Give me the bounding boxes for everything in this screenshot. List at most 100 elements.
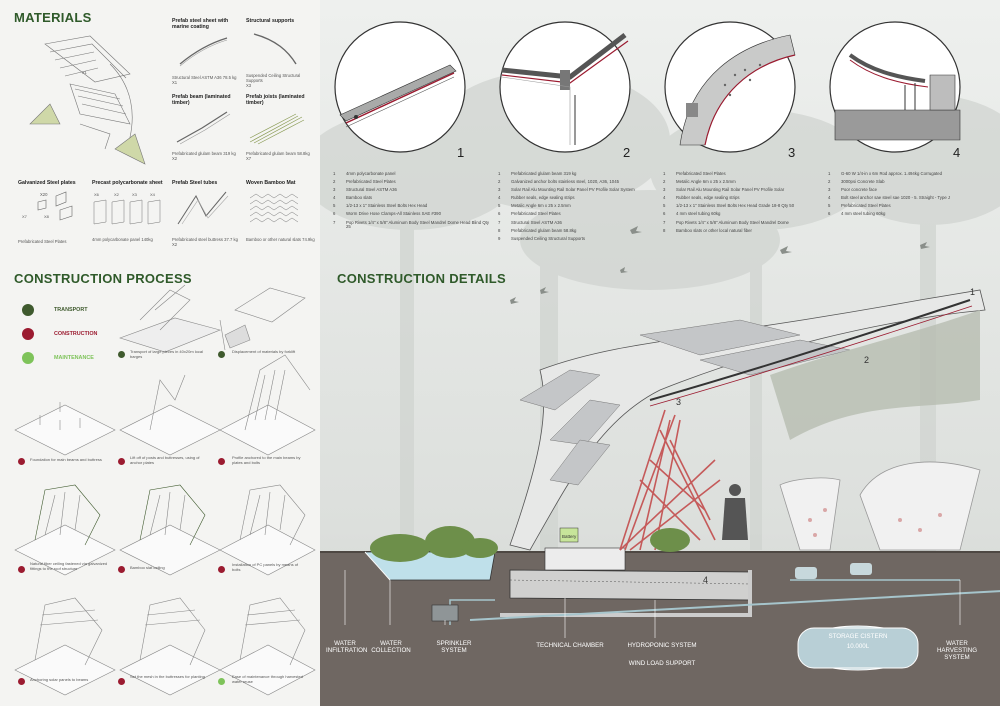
battery-label: Battery <box>562 534 577 539</box>
water-collection-label: WATER COLLECTION <box>371 640 411 654</box>
material-galvanized-plates: Galvanized Steel plates X20 X8 X7 Prefab… <box>18 180 88 244</box>
material-title: Woven Bamboo Mat <box>246 180 296 186</box>
water-harvesting-label: WATER HARVESTING SYSTEM <box>936 640 978 661</box>
detail-list-item-text: Prefabricated glulam beam 58.8kg <box>511 227 577 233</box>
step-4-dot <box>118 458 125 465</box>
detail-list-item-number: 3 <box>498 187 501 193</box>
step-7-dot <box>118 566 125 573</box>
supports-drawing <box>253 33 297 65</box>
detail-list-item-text: Poor concrete face <box>841 187 878 193</box>
callout-3: 3 <box>676 397 682 407</box>
mark-x2: X2 <box>114 192 120 197</box>
mark-x20: X20 <box>40 192 48 197</box>
joists-drawing <box>249 113 305 145</box>
step-8-caption: Installation of PC panels by means of bo… <box>232 562 299 572</box>
detail-list-item: 6 Prefabricated Steel Plates <box>498 212 658 217</box>
detail-list-item-number: 7 <box>663 219 666 225</box>
detail-list-item-text: 1/2-13 x 1" Stainless Steel Bolts Hex He… <box>676 203 795 209</box>
detail-list-item-number: 5 <box>663 203 666 209</box>
svg-text:X1: X1 <box>82 70 88 75</box>
detail-list-item-text: Prefabricated glulam beam 319 kg <box>511 171 577 176</box>
detail-list-item-text: Solar Rail Alu Mounting Rail Solar Panel… <box>511 187 635 193</box>
detail-list-item-text: Solar Rail Alu Mounting Rail Solar Panel… <box>676 187 785 193</box>
detail-list-item-text: G-60 W 1/4-in x 6m Rod approx. 1.494kg C… <box>841 171 943 176</box>
detail-list-item-number: 4 <box>828 195 831 201</box>
step-drawings <box>14 284 316 696</box>
material-desc: Prefabricated Steel Plates <box>18 239 67 244</box>
sprinkler-label: SPRINKLER SYSTEM <box>436 640 472 654</box>
callout-4: 4 <box>703 575 709 585</box>
step-11-caption: Ease of maintenance through harvested wa… <box>232 674 303 684</box>
material-title: Precast polycarbonate sheet <box>92 180 163 186</box>
material-code: X2 <box>172 156 178 161</box>
detail-4-list: 1 G-60 W 1/4-in x 6m Rod approx. 1.494kg … <box>828 171 993 221</box>
construction-details-heading: CONSTRUCTION DETAILS <box>337 271 506 286</box>
material-steel-sheet: Prefab steel sheet with marine coating S… <box>172 18 242 85</box>
legend-transport: TRANSPORT <box>54 307 88 313</box>
detail-list-item-text: Galvanized anchor bolts stainless steel,… <box>511 179 619 185</box>
material-desc: Bamboo or other natural slats 74.9kg <box>246 237 315 242</box>
bamboo-mat-drawing <box>249 193 299 223</box>
cistern-volume-label: 10.000L <box>846 643 870 650</box>
step-9-dot <box>18 678 25 685</box>
detail-list-item-text: Pop Rivets 1/4" x 5/8" Aluminum Body Ste… <box>676 219 789 225</box>
material-structural-supports: Structural supports Suspended Ceiling St… <box>246 18 316 88</box>
detail-list-item-number: 1 <box>333 171 336 176</box>
material-desc: Prefabricated steel buttress 37.7 kg <box>172 237 238 242</box>
construction-process-heading: CONSTRUCTION PROCESS <box>14 271 192 286</box>
material-prefab-beam: Prefab beam (laminated timber) Prefabric… <box>172 94 242 161</box>
detail-list-item-text: Structural Steel ASTM A36 <box>346 187 397 193</box>
materials-heading: MATERIALS <box>14 10 92 25</box>
hydroponic-label: HYDROPONIC SYSTEM <box>627 642 697 649</box>
step-10-dot <box>118 678 125 685</box>
step-5-caption: Profile anchored to the main beams by pl… <box>232 455 301 465</box>
detail-1-number: 1 <box>457 145 465 160</box>
detail-list-item-number: 1 <box>828 171 831 176</box>
material-title: Prefab joists (laminated timber) <box>246 94 305 106</box>
detail-list-item-number: 3 <box>333 187 336 193</box>
step-11-dot <box>218 678 225 685</box>
detail-list-item-number: 4 <box>498 195 501 201</box>
detail-circles <box>334 21 961 153</box>
step-4-caption: Lift off of posts and buttresses, using … <box>130 455 200 465</box>
detail-list-item-text: Metalic Angle 6m x 25 x 2.5mm <box>511 203 571 209</box>
material-desc: Prefabricated glulam beam 58.8kg <box>246 151 310 156</box>
detail-list-item-number: 9 <box>498 235 501 241</box>
mark-x3: X3 <box>132 192 138 197</box>
detail-4-number: 4 <box>953 145 961 160</box>
material-title: Prefab Steel tubes <box>172 180 218 186</box>
material-title: Galvanized Steel plates <box>18 180 76 186</box>
storage-cistern-label: STORAGE CISTERN <box>828 633 888 640</box>
detail-list-item-text: Prefabricated Steel Plates <box>346 179 396 185</box>
detail-list-item-number: 8 <box>498 227 501 233</box>
detail-list-item-number: 5 <box>828 203 831 209</box>
material-desc: Suspended Ceiling Structural Supports <box>246 73 301 83</box>
detail-list-item-number: 6 <box>333 211 336 217</box>
detail-list-item-text: Bolt steel anchor sae steel sae 1020 - 5… <box>841 195 951 201</box>
detail-list-item-number: 6 <box>828 211 831 217</box>
detail-list-item-number: 2 <box>663 179 666 185</box>
detail-list-item-number: 6 <box>498 211 501 217</box>
detail-2-number: 2 <box>623 145 631 160</box>
legend-dot-construction <box>22 328 34 340</box>
material-code: X3 <box>246 83 252 88</box>
beam-drawing <box>176 111 231 145</box>
detail-list-item-text: Structural Steel ASTM A36 <box>511 219 562 225</box>
material-code: X1 <box>172 80 178 85</box>
steel-sheet-drawing <box>179 37 228 67</box>
main-section-drawing <box>320 289 1000 706</box>
detail-list-item-text: Prefabricated Steel Plates <box>511 211 561 217</box>
detail-list-item-text: 4mm polycarbonate panel <box>346 171 396 176</box>
material-desc: 4mm polycarbonate panel 140kg <box>92 237 153 242</box>
